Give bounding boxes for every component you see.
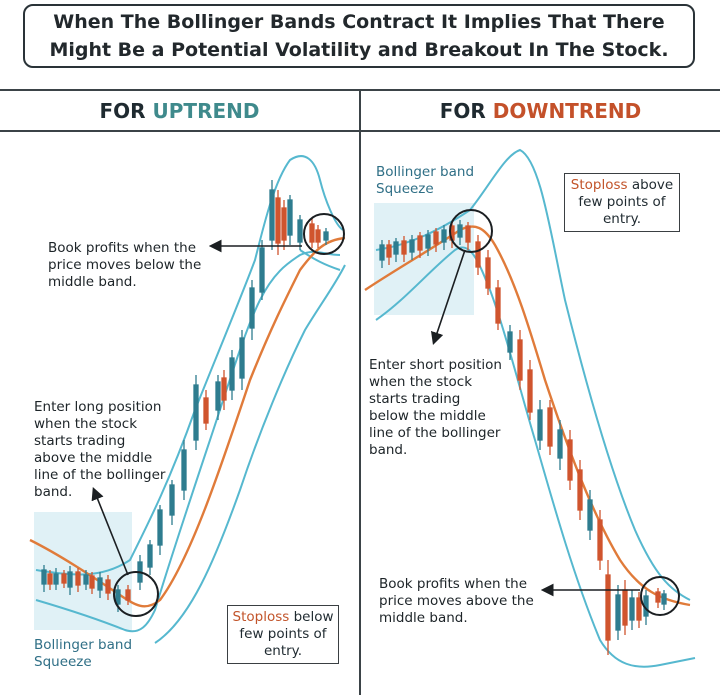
uptrend-heading-keyword: UPTREND — [152, 99, 260, 123]
downtrend-squeeze-area — [374, 203, 474, 315]
downtrend-book-profits-line-3: middle band. — [379, 610, 468, 626]
uptrend-lowest-band — [299, 249, 341, 271]
uptrend-entry-line-2: when the stock — [34, 416, 138, 432]
uptrend-squeeze-label-line-1: Bollinger band — [34, 637, 133, 653]
divider-center — [359, 89, 361, 695]
title-box: When The Bollinger Bands Contract It Imp… — [23, 4, 695, 68]
uptrend-entry-text: Enter long position when the stock start… — [34, 399, 165, 501]
page-title: When The Bollinger Bands Contract It Imp… — [49, 11, 669, 61]
downtrend-stoploss-line-2: few points of — [578, 194, 666, 210]
uptrend-stoploss-line-1: below — [289, 609, 334, 625]
uptrend-squeeze-label-line-2: Squeeze — [34, 654, 92, 670]
downtrend-stoploss-line-3: entry. — [602, 211, 642, 227]
downtrend-entry-line-1: Enter short position — [369, 357, 502, 373]
uptrend-squeeze-label: Bollinger band Squeeze — [34, 637, 132, 671]
uptrend-book-profits-text: Book profits when the price moves below … — [48, 240, 201, 291]
downtrend-book-profits-line-1: Book profits when the — [379, 576, 527, 592]
downtrend-stoploss-line-1: above — [627, 177, 674, 193]
downtrend-heading: FOR DOWNTREND — [361, 92, 720, 130]
downtrend-squeeze-label-line-2: Squeeze — [376, 181, 434, 197]
uptrend-heading-prefix: FOR — [99, 99, 153, 123]
downtrend-entry-circle — [449, 209, 493, 253]
downtrend-candles — [379, 220, 667, 655]
downtrend-heading-keyword: DOWNTREND — [492, 99, 642, 123]
uptrend-upper-band — [35, 155, 344, 576]
uptrend-entry-line-4: above the middle — [34, 450, 153, 466]
uptrend-exit-circle — [303, 213, 345, 255]
downtrend-exit-circle — [640, 576, 680, 616]
downtrend-entry-line-3: starts trading — [369, 391, 461, 407]
downtrend-entry-line-6: band. — [369, 442, 408, 458]
uptrend-entry-line-5: line of the bollinger — [34, 467, 166, 483]
downtrend-book-profits-line-2: price moves above the — [379, 593, 534, 609]
downtrend-entry-line-5: line of the bollinger — [369, 425, 501, 441]
uptrend-stoploss-box: Stoploss below few points of entry. — [227, 605, 339, 664]
downtrend-entry-line-4: below the middle — [369, 408, 486, 424]
downtrend-stoploss-keyword: Stoploss — [570, 177, 628, 193]
uptrend-stoploss-line-3: entry. — [263, 643, 303, 659]
downtrend-squeeze-label: Bollinger band Squeeze — [376, 164, 474, 198]
downtrend-entry-text: Enter short position when the stock star… — [369, 357, 502, 459]
downtrend-entry-line-2: when the stock — [369, 374, 473, 390]
uptrend-entry-circle — [113, 571, 159, 617]
uptrend-lower-band — [35, 250, 341, 633]
downtrend-squeeze-label-line-1: Bollinger band — [376, 164, 475, 180]
downtrend-lower-band — [375, 246, 696, 668]
uptrend-outer-low-band — [154, 264, 346, 644]
downtrend-heading-prefix: FOR — [439, 99, 493, 123]
downtrend-upper-band — [375, 148, 691, 601]
uptrend-stoploss-line-2: few points of — [239, 626, 327, 642]
uptrend-entry-arrow — [91, 487, 129, 576]
downtrend-book-profits-text: Book profits when the price moves above … — [379, 576, 534, 627]
uptrend-entry-line-6: band. — [34, 484, 73, 500]
uptrend-entry-line-1: Enter long position — [34, 399, 162, 415]
uptrend-book-profits-line-2: price moves below the — [48, 257, 202, 273]
uptrend-heading: FOR UPTREND — [0, 92, 359, 130]
uptrend-candles — [41, 180, 329, 612]
uptrend-stoploss-keyword: Stoploss — [232, 609, 290, 625]
downtrend-entry-arrow — [431, 249, 466, 346]
downtrend-stoploss-box: Stoploss above few points of entry. — [564, 173, 680, 232]
uptrend-book-profits-line-1: Book profits when the — [48, 240, 196, 256]
uptrend-entry-line-3: starts trading — [34, 433, 126, 449]
uptrend-book-profits-line-3: middle band. — [48, 274, 137, 290]
